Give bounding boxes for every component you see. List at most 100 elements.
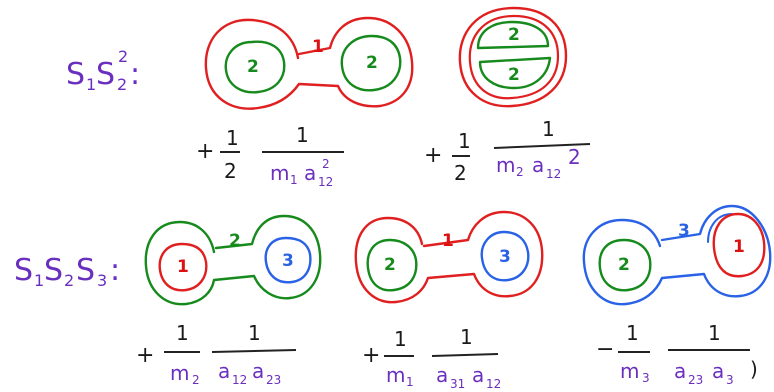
row1-diagram-a-bridge-number: 1 <box>312 37 324 57</box>
row1-term-b-den-a-sup: 2 <box>568 145 581 169</box>
row1-term-b-den-a: a <box>532 153 544 177</box>
row2-label-colon: : <box>110 253 120 288</box>
row2-term-c-sign: − <box>596 337 614 362</box>
row1-diagram-b: 2 2 <box>458 6 568 108</box>
row2-term-a: + 1 m 2 1 a 12 a 23 <box>136 321 297 387</box>
row1-term-a-den-m: m <box>270 161 289 185</box>
row1-diagram-b-top-number: 2 <box>508 25 520 45</box>
row1-label-sup: 2 <box>118 47 128 66</box>
row2-term-c-den-a1: a <box>674 359 686 383</box>
row2-diagram-b-right-number: 3 <box>499 247 511 267</box>
row2-diagram-a-right-number: 3 <box>282 251 294 271</box>
row2-diagram-c: 2 1 3 <box>582 204 772 306</box>
row1-label-colon: : <box>130 57 140 92</box>
row2-term-a-sign: + <box>136 343 154 368</box>
row1-term-a-coef-den: 2 <box>224 159 237 183</box>
row1-term-b: + 1 2 1 m 2 a 12 2 <box>424 117 591 185</box>
row1-term-b-bar <box>493 143 591 149</box>
row2-term-b-den-a1: a <box>436 363 448 387</box>
row2-term-a-den-a2: a <box>252 359 264 383</box>
row1-diagram-b-bottom-number: 2 <box>508 65 520 85</box>
row2-label-s2: S <box>44 253 63 288</box>
row2-diagram-b-red-loop <box>354 210 544 304</box>
row2-term-a-den-a1: a <box>218 359 230 383</box>
row2-label-s1: S <box>14 253 33 288</box>
row2-term-a-num: 1 <box>248 321 261 345</box>
row2-term-c-den-m: m <box>620 359 639 383</box>
row1-term-b-den-m-sub: 2 <box>516 165 524 179</box>
row2-term-c-den-a2: a <box>712 359 724 383</box>
row2-term-b: + 1 m 1 1 a 31 a 12 <box>362 325 501 391</box>
row2-diagram-b-blue-circle <box>480 230 530 282</box>
row2-diagram-c-blue-inner <box>707 213 733 243</box>
row2-diagram-b: 2 3 1 <box>354 210 544 304</box>
row2-term-c: − 1 m 3 1 a 23 a 3 ) <box>596 321 758 387</box>
row2-label-sub3: 3 <box>97 271 107 290</box>
row2-term-c-num: 1 <box>708 321 721 345</box>
row2-diagram-b-bridge-number: 1 <box>442 231 454 251</box>
row2-term-a-coef-num: 1 <box>176 321 189 345</box>
row2-diagram-c-left-number: 2 <box>618 255 630 275</box>
row2-term-c-coef-num: 1 <box>626 321 639 345</box>
row2-diagram-c-bridge-number: 3 <box>678 221 690 241</box>
row1-diagram-a-green-right <box>340 34 402 92</box>
row1-term-b-coef-den: 2 <box>454 161 467 185</box>
row2-term-b-bar <box>431 353 499 357</box>
row1-diagram-b-red-inner <box>468 14 560 100</box>
row2-term-c-den-a2-sub: 3 <box>726 373 734 387</box>
row1-label-sub2: 2 <box>117 75 127 94</box>
row2-label-sub1: 1 <box>34 271 44 290</box>
row2-term-c-den-a1-sub: 23 <box>688 373 703 387</box>
row1-term-a-den-a-sup: 2 <box>322 157 330 171</box>
row2-term-b-sign: + <box>362 343 380 368</box>
row1-diagram-a: 2 2 1 <box>204 16 414 110</box>
row2-diagram-a-red-circle <box>158 242 208 292</box>
row2-term-b-den-a1-sub: 31 <box>450 377 465 391</box>
row1-term-b-sign: + <box>424 143 442 168</box>
row1-label-s1: S <box>66 57 85 92</box>
row1-term-a: + 1 2 1 m 1 a 12 2 <box>196 123 344 189</box>
row1-term-a-num: 1 <box>296 123 309 147</box>
row2-term-a-den-a2-sub: 23 <box>266 373 281 387</box>
row2-diagram-b-green-circle <box>366 238 418 292</box>
row2-label-sub2: 2 <box>64 271 74 290</box>
row1-diagram-b-red-loop <box>458 6 568 108</box>
row1-diagram-b-green-top <box>476 20 550 50</box>
row2-term-b-num: 1 <box>460 325 473 349</box>
row2-term-b-den-a2-sub: 12 <box>486 377 501 391</box>
row1-term-b-den-a-sub: 12 <box>546 167 561 181</box>
row2-term-b-coef-num: 1 <box>394 327 407 351</box>
row1-term-a-coef-num: 1 <box>226 126 239 150</box>
row1-term-a-den-m-sub: 1 <box>290 173 298 187</box>
row2-diagram-a-left-number: 1 <box>177 257 189 277</box>
row2-term-a-den-m-sub: 2 <box>192 373 200 387</box>
row2-diagram-c-blue-loop <box>582 204 772 306</box>
row2-term-b-den-m-sub: 1 <box>406 375 414 389</box>
row2-term-b-den-a2: a <box>472 363 484 387</box>
row2-diagram-c-green-circle <box>598 238 652 292</box>
row1-term-a-sign: + <box>196 139 214 164</box>
row2-term-c-trail: ) <box>750 357 758 381</box>
row2-term-c-den-m-sub: 3 <box>642 371 650 385</box>
row2-diagram-b-left-number: 2 <box>384 255 396 275</box>
row2-label-s3: S <box>76 253 95 288</box>
row2-diagram-a-green-loop <box>144 214 322 306</box>
row1-diagram-a-red-loop <box>204 16 414 110</box>
row2-label: S 1 S 2 S 3 : <box>14 253 120 290</box>
row2-term-a-den-m: m <box>170 361 189 385</box>
row1-term-a-den-a-sub: 12 <box>318 175 333 189</box>
row1-term-b-den-m: m <box>496 153 515 177</box>
row2-diagram-a-bridge-number: 2 <box>229 231 241 251</box>
row1-label-sub1: 1 <box>86 75 96 94</box>
row1-term-a-den-a: a <box>304 161 316 185</box>
row1-label: S 1 S 2 2 : <box>66 47 140 94</box>
row2-diagram-c-red-circle <box>712 212 766 278</box>
row1-diagram-b-green-bottom <box>478 56 552 90</box>
row1-diagram-a-left-number: 2 <box>247 57 259 77</box>
row2-diagram-a-blue-circle <box>264 236 312 284</box>
row1-term-b-num: 1 <box>542 117 555 141</box>
row1-diagram-a-right-number: 2 <box>366 53 378 73</box>
row2-diagram-c-right-number: 1 <box>733 237 745 257</box>
row1-diagram-a-green-left <box>224 40 286 94</box>
